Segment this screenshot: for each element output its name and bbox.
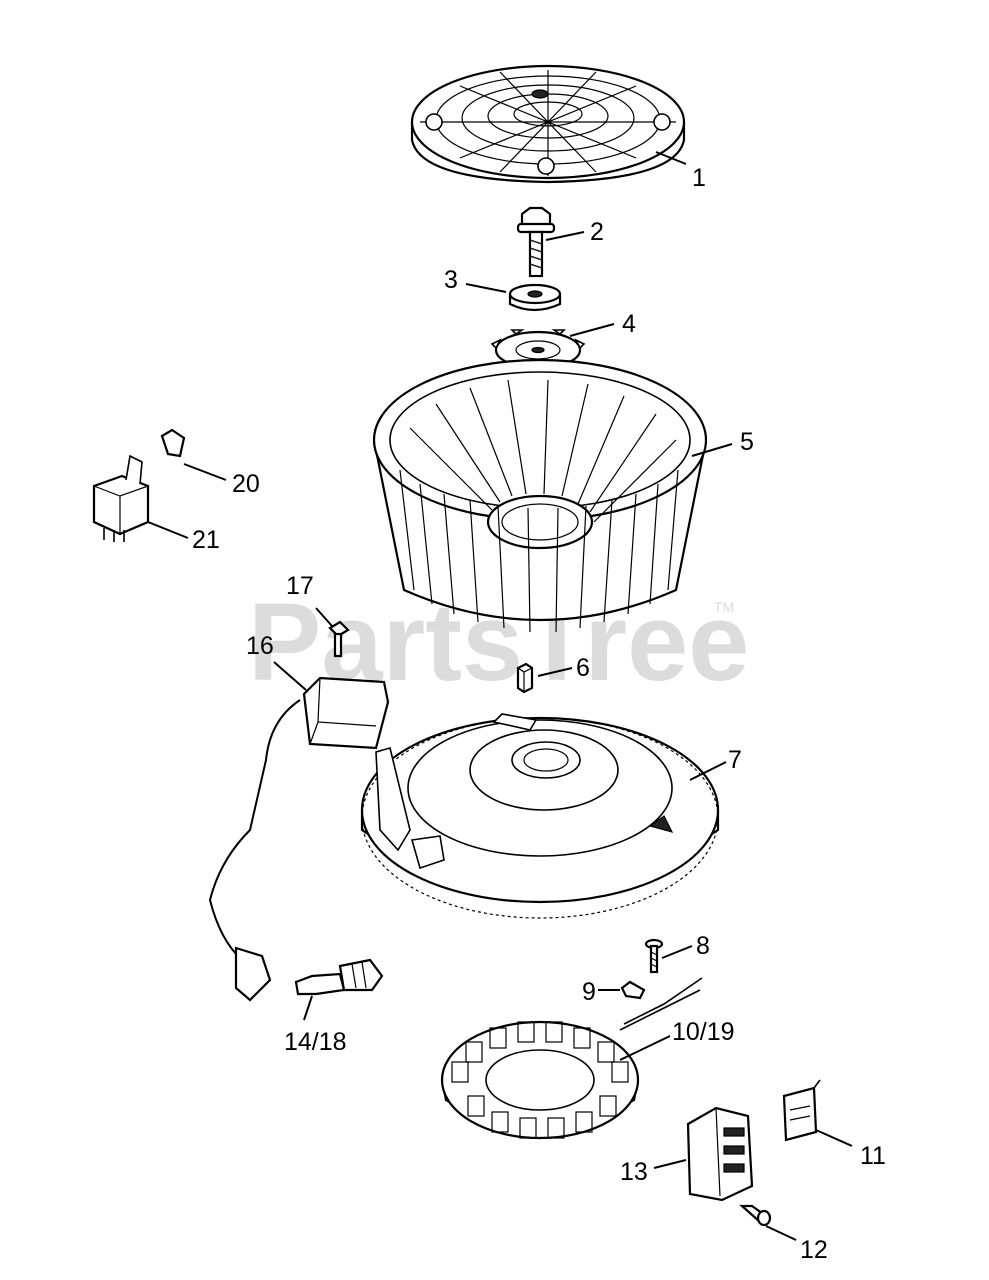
callout-7: 7 <box>728 746 742 774</box>
callout-14-18: 14/18 <box>284 1028 347 1056</box>
callout-16: 16 <box>246 632 274 660</box>
callout-5: 5 <box>740 428 754 456</box>
part-screw-8[interactable] <box>644 938 664 974</box>
part-fan[interactable] <box>372 358 708 633</box>
callout-2: 2 <box>590 218 604 246</box>
callout-12: 12 <box>800 1236 828 1264</box>
callout-4: 4 <box>622 310 636 338</box>
callout-labels: 1 2 3 4 5 6 7 8 9 10/19 11 12 13 14/18 1… <box>192 164 886 1264</box>
callout-21: 21 <box>192 526 220 554</box>
part-connector[interactable] <box>160 428 186 458</box>
callout-1: 1 <box>692 164 706 192</box>
part-washer[interactable] <box>508 283 562 312</box>
callout-20: 20 <box>232 470 260 498</box>
callout-13: 13 <box>620 1158 648 1186</box>
part-flywheel[interactable] <box>360 713 720 919</box>
part-terminal[interactable] <box>782 1079 821 1142</box>
callout-17: 17 <box>286 572 314 600</box>
part-grille-screen[interactable] <box>410 64 686 184</box>
part-clip[interactable] <box>620 980 646 1000</box>
part-regulator[interactable] <box>686 1106 754 1202</box>
callout-8: 8 <box>696 932 710 960</box>
part-plate[interactable] <box>490 329 586 370</box>
part-screw-12[interactable] <box>739 1204 772 1227</box>
part-relay[interactable] <box>92 454 150 542</box>
part-spark-plug[interactable] <box>294 958 384 996</box>
callout-10-19: 10/19 <box>672 1018 735 1046</box>
callout-11: 11 <box>860 1142 886 1170</box>
callout-6: 6 <box>576 654 590 682</box>
part-bolt[interactable] <box>516 206 556 278</box>
callout-9: 9 <box>582 978 596 1006</box>
part-screw-17[interactable] <box>328 620 350 658</box>
watermark-trademark: TM <box>714 599 734 615</box>
part-ignition-coil[interactable] <box>208 676 390 1002</box>
part-key[interactable] <box>516 662 534 694</box>
leader-lines <box>147 151 853 1241</box>
callout-3: 3 <box>444 266 458 294</box>
part-stator[interactable] <box>440 977 703 1140</box>
